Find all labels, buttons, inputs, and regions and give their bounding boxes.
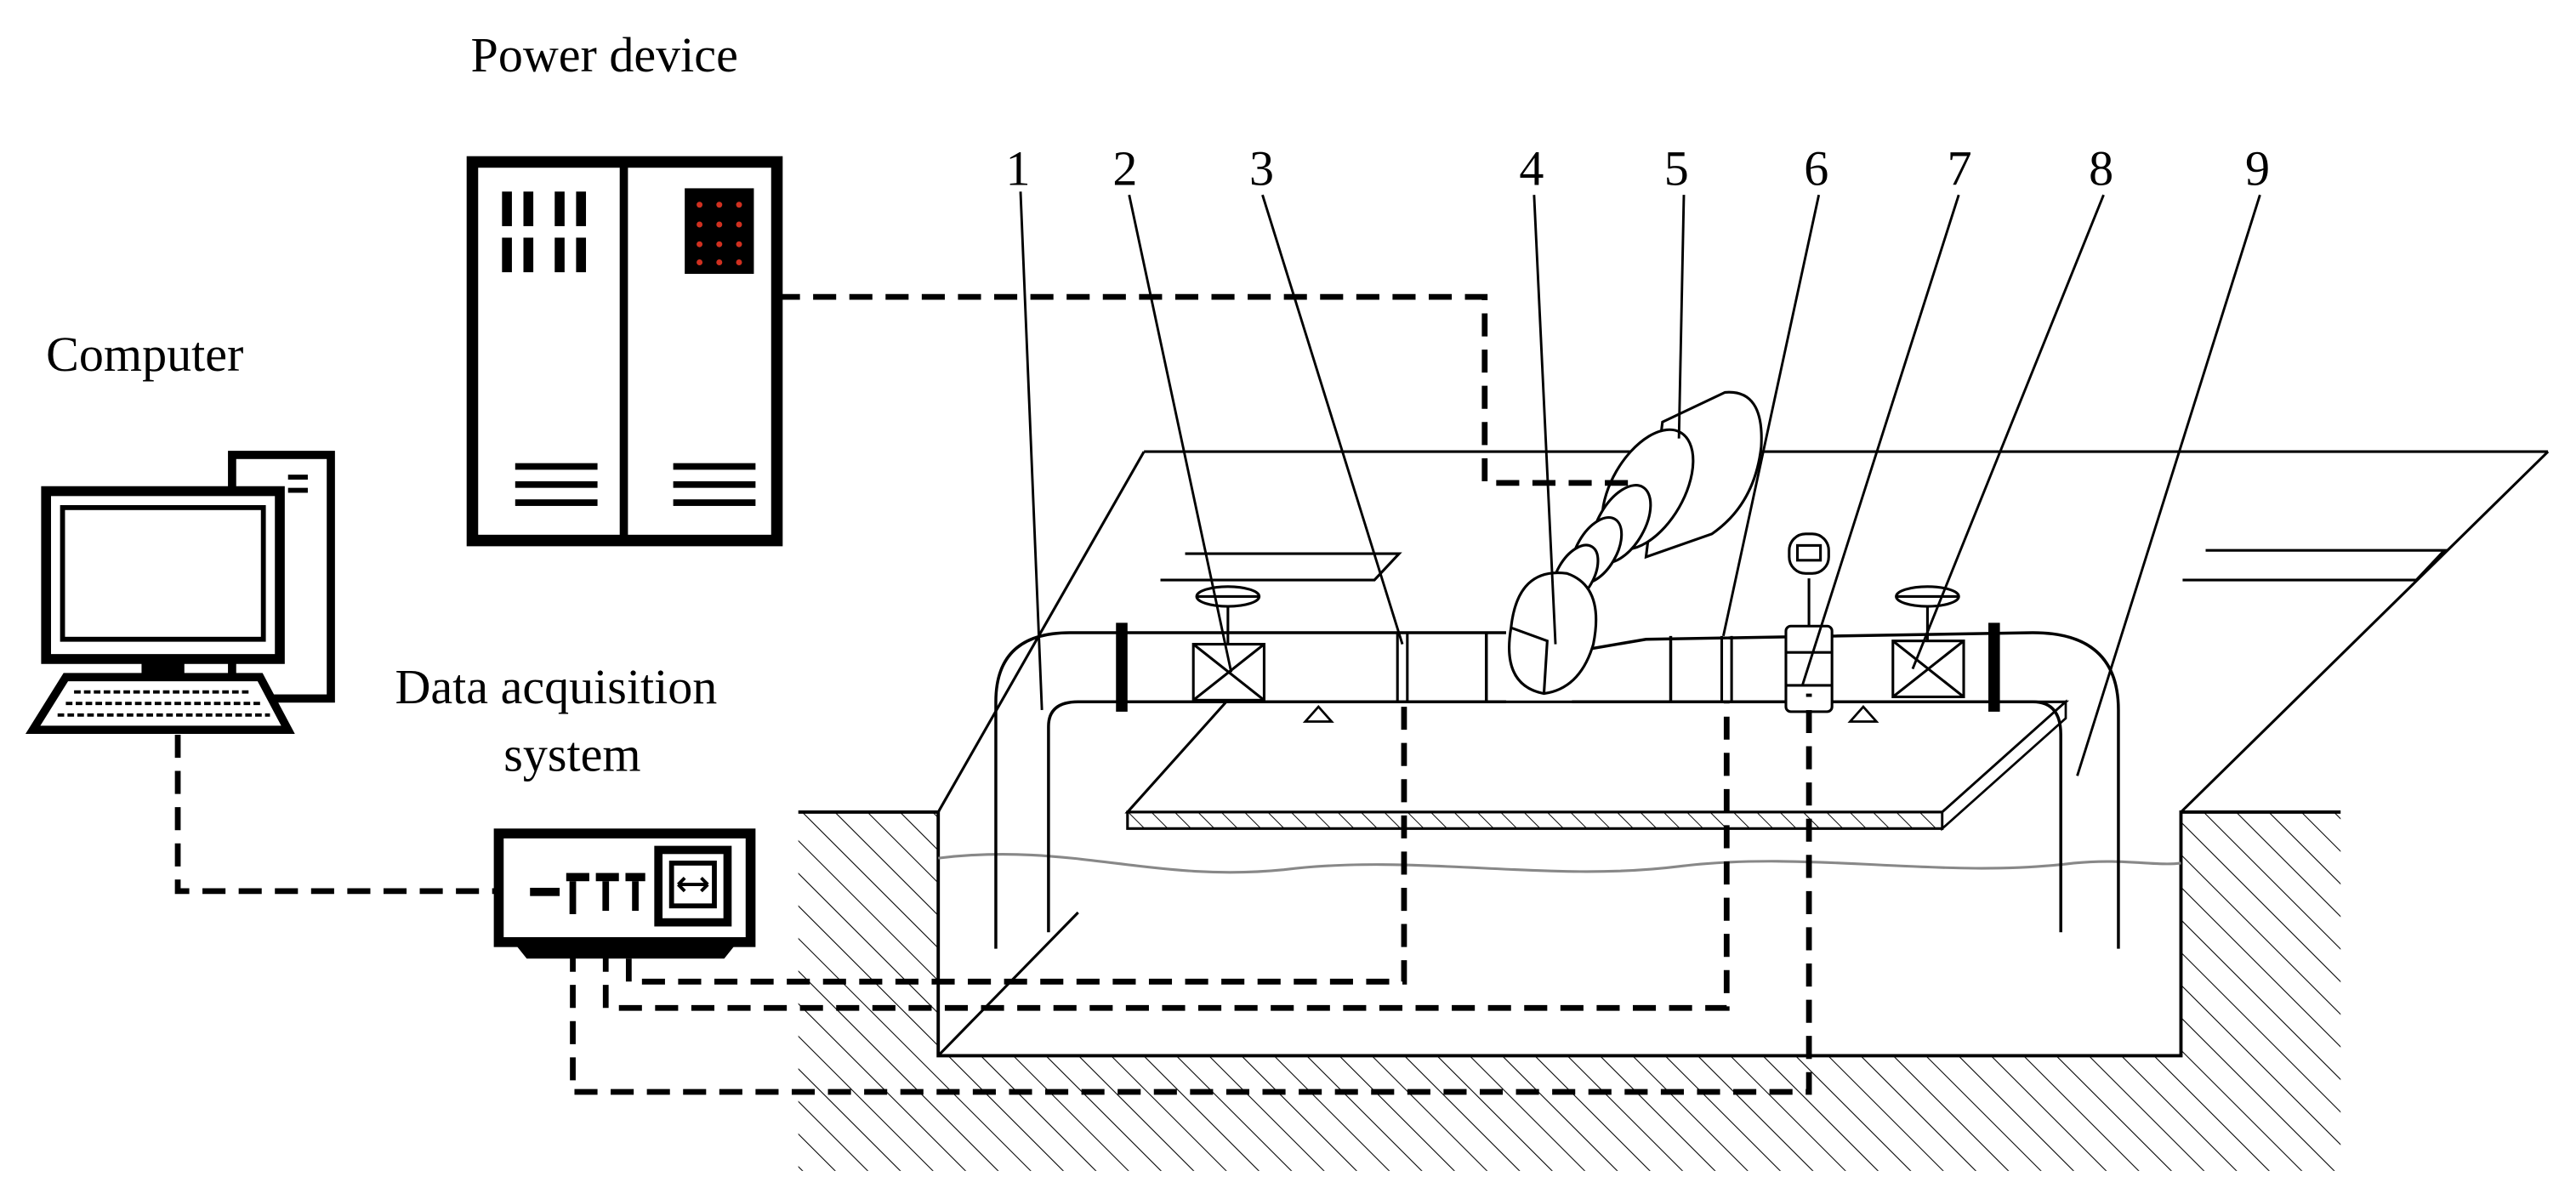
pipeline	[994, 631, 2120, 949]
callout-8: 8	[2089, 141, 2113, 196]
callout-6: 6	[1804, 141, 1828, 196]
flowmeter	[1784, 532, 1834, 713]
pressure-sensor-inlet	[1396, 632, 1409, 702]
flanges	[1116, 622, 2000, 712]
callout-numbers: 1 2 3 4 5 6 7 8 9	[1006, 141, 2270, 196]
callout-3: 3	[1249, 141, 1274, 196]
callout-4: 4	[1519, 141, 1544, 196]
computer	[25, 451, 335, 735]
callout-leaders	[1019, 191, 2261, 776]
gate-valve-left	[1191, 585, 1265, 702]
signal-cables	[174, 293, 1812, 1095]
callout-5: 5	[1664, 141, 1689, 196]
power-device-cabinet	[466, 156, 783, 547]
water-surface	[938, 852, 2181, 874]
daq-label-line2: system	[503, 727, 640, 782]
pressure-sensor-outlet	[1720, 635, 1733, 702]
gate-valve-right	[1891, 585, 1965, 699]
ground-section	[798, 810, 2341, 1171]
computer-label: Computer	[46, 327, 243, 382]
callout-7: 7	[1948, 141, 1972, 196]
component-labels: Power device Computer Data acquisition s…	[46, 27, 738, 782]
daq-label-line1: Data acquisition	[395, 659, 718, 714]
pump-and-motor	[1508, 390, 1763, 696]
platform-outline	[936, 450, 2550, 1057]
support-plate	[1124, 699, 2070, 832]
indicator-leds	[697, 202, 742, 265]
power-device-label: Power device	[471, 27, 738, 82]
callout-2: 2	[1112, 141, 1137, 196]
pipe-supports	[1302, 705, 1879, 723]
callout-1: 1	[1006, 141, 1031, 196]
data-acquisition-box	[493, 828, 756, 959]
callout-9: 9	[2245, 141, 2270, 196]
